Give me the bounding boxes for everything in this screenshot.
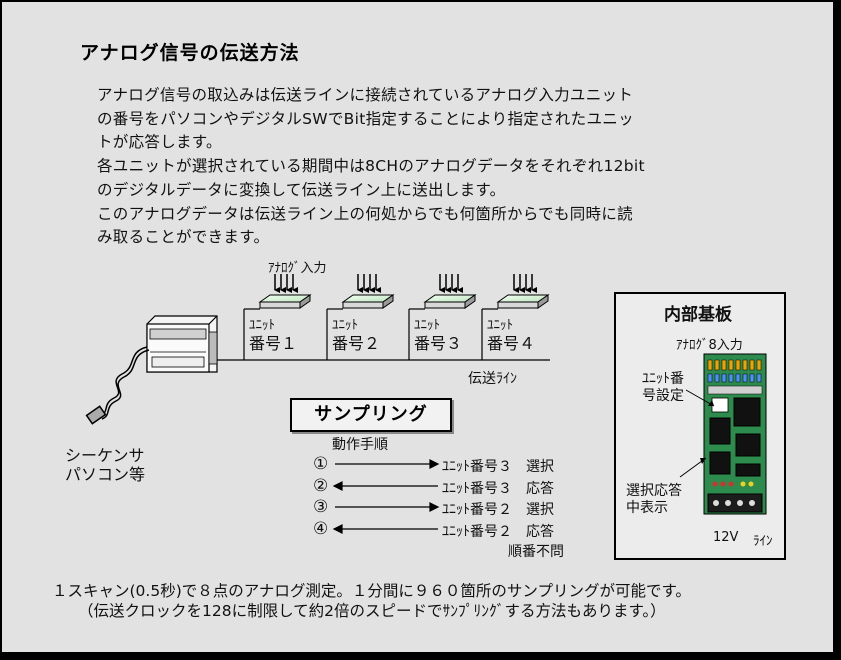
step-marker-1: ① (313, 454, 329, 474)
unit-module-2 (341, 294, 395, 309)
unit-1-number: 番号１ (249, 334, 298, 353)
pc-label-line1: シーケンサ (65, 446, 145, 465)
board-input-label: ｱﾅﾛｸﾞ8入力 (676, 338, 743, 353)
terminal-line-label: ﾗｲﾝ (753, 534, 773, 549)
status-indicator-label-1: 選択応答 (626, 483, 682, 499)
step-text-1: ﾕﾆｯﾄ番号３ 選択 (442, 459, 554, 475)
unit-3-number: 番号３ (414, 334, 463, 353)
analog-input-label: ｱﾅﾛｸﾞ入力 (268, 261, 327, 276)
intro-line: トが応答します。 (97, 133, 222, 152)
circuit-board-illustration (679, 353, 767, 515)
unit-number-setting-label-1: ﾕﾆｯﾄ番 (642, 371, 684, 387)
unit-2-tag: ﾕﾆｯﾄ (332, 318, 358, 333)
page-title: アナログ信号の伝送方法 (80, 42, 300, 64)
board-title: 内部基板 (664, 305, 732, 325)
footer-line-2: （伝送クロックを128に制限して約2倍のスピードでｻﾝﾌﾟﾘﾝｸﾞする方法もあり… (78, 602, 666, 620)
unit-module-1 (258, 294, 312, 309)
transmission-line (217, 308, 550, 361)
unit-4-tag: ﾕﾆｯﾄ (487, 318, 513, 333)
intro-line: 各ユニットが選択されている期間中は8CHのアナログデータをそれぞれ12bit (97, 157, 645, 176)
intro-line: アナログ信号の取込みは伝送ラインに接続されているアナログ入力ユニット (97, 86, 634, 104)
intro-line: み取ることができます。 (97, 228, 270, 247)
terminal-12v-label: 12V (713, 530, 739, 545)
status-indicator-label-2: 中表示 (626, 500, 668, 516)
step-text-3: ﾕﾆｯﾄ番号２ 選択 (442, 502, 554, 518)
intro-line: のデジタルデータに変換して伝送ライン上に送出します。 (97, 180, 506, 199)
intro-line: このアナログデータは伝送ライン上の何処からでも何箇所からでも同時に読 (97, 204, 633, 223)
sampling-arrows (332, 459, 440, 534)
unit-module-4 (496, 294, 550, 309)
transmission-line-label: 伝送ﾗｲﾝ (468, 371, 517, 387)
sampling-subtitle: 動作手順 (332, 437, 388, 453)
step-text-4: ﾕﾆｯﾄ番号２ 応答 (442, 524, 554, 540)
footer-line-1: １スキャン(0.5秒)で８点のアナログ測定。１分間に９６０箇所のサンプリングが可… (52, 582, 691, 600)
unit-1-tag: ﾕﾆｯﾄ (249, 318, 275, 333)
cable-plug-illustration (85, 346, 150, 425)
step-marker-3: ③ (313, 497, 329, 517)
unit-module-3 (423, 294, 477, 309)
step-text-2: ﾕﾆｯﾄ番号３ 応答 (442, 481, 554, 497)
unit-3-tag: ﾕﾆｯﾄ (414, 318, 440, 333)
board-panel: 内部基板 ｱﾅﾛｸﾞ8入力 ﾕﾆｯﾄ番 号設定 選択応答 中表示 12V ﾗｲﾝ (614, 292, 786, 560)
step-marker-4: ④ (313, 519, 329, 539)
unit-number-setting-label-2: 号設定 (642, 388, 684, 404)
system-diagram (85, 274, 550, 534)
pc-device-illustration (146, 315, 218, 373)
intro-line: の番号をパソコンやデジタルSWでBit指定することにより指定されたユニッ (97, 109, 634, 128)
analog-input-arrows (274, 274, 537, 293)
intro-paragraph: アナログ信号の取込みは伝送ラインに接続されているアナログ入力ユニット の番号をパ… (97, 84, 737, 250)
pc-label-line2: パソコン等 (65, 465, 146, 484)
unit-2-number: 番号２ (332, 334, 381, 353)
step-marker-2: ② (313, 476, 329, 496)
unit-4-number: 番号４ (487, 334, 536, 353)
order-note: 順番不問 (508, 544, 564, 560)
footer-notes: １スキャン(0.5秒)で８点のアナログ測定。１分間に９６０箇所のサンプリングが可… (52, 581, 691, 621)
sampling-title: サンプリング (290, 398, 452, 432)
